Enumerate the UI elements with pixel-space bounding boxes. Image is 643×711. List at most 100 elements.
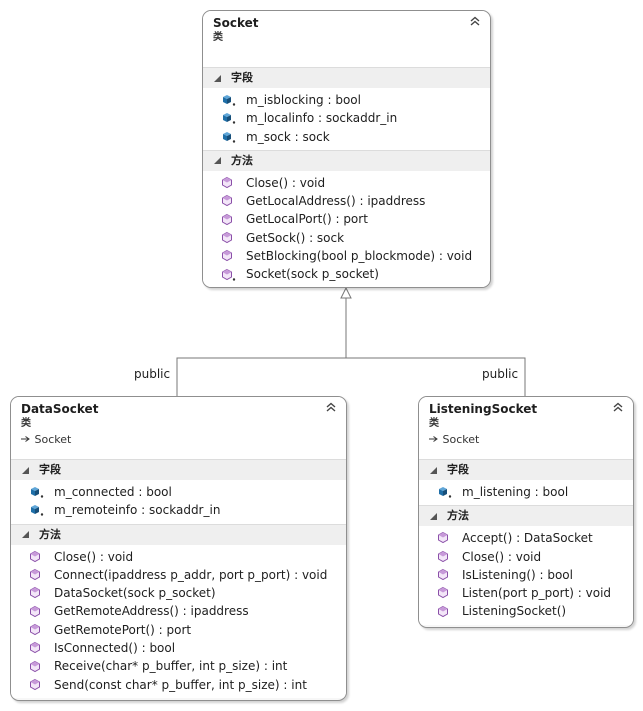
fields-section-header[interactable]: 字段 — [419, 459, 633, 480]
private-field-icon — [221, 93, 238, 107]
class-header: Socket 类 — [203, 11, 490, 67]
public-method-icon — [221, 213, 238, 227]
public-method-icon — [29, 605, 46, 619]
method-item[interactable]: Connect(ipaddress p_addr, port p_port) :… — [11, 566, 346, 584]
method-item[interactable]: Close() : void — [203, 174, 490, 192]
method-label: GetLocalPort() : port — [246, 212, 368, 227]
method-label: Close() : void — [462, 549, 542, 564]
method-item[interactable]: GetSock() : sock — [203, 229, 490, 247]
class-header: DataSocket 类 Socket — [11, 397, 346, 459]
class-box-socket[interactable]: Socket 类 字段 m_isblocking : bool m_localin… — [202, 10, 491, 288]
methods-header-label: 方法 — [39, 527, 61, 541]
field-item[interactable]: m_connected : bool — [11, 483, 346, 501]
method-item[interactable]: Socket(sock p_socket) — [203, 265, 490, 283]
collapse-chevron-icon[interactable] — [468, 14, 482, 28]
method-label: IsListening() : bool — [462, 567, 573, 582]
fields-section-header[interactable]: 字段 — [11, 459, 346, 480]
private-field-icon — [29, 503, 46, 517]
expanded-triangle-icon — [22, 531, 29, 539]
inheritance-line-listeningsocket — [346, 357, 526, 396]
method-item[interactable]: IsConnected() : bool — [11, 639, 346, 657]
public-method-icon — [221, 231, 238, 245]
methods-section-header[interactable]: 方法 — [11, 523, 346, 545]
method-item[interactable]: Accept() : DataSocket — [419, 529, 633, 547]
method-item[interactable]: GetLocalAddress() : ipaddress — [203, 192, 490, 210]
method-item[interactable]: ListeningSocket() — [419, 602, 633, 620]
field-item[interactable]: m_localinfo : sockaddr_in — [203, 109, 490, 127]
method-label: Close() : void — [246, 175, 326, 190]
fields-header-label: 字段 — [231, 71, 253, 84]
field-label: m_sock : sock — [246, 129, 330, 144]
method-item[interactable]: IsListening() : bool — [419, 566, 633, 584]
collapse-chevron-icon[interactable] — [324, 400, 338, 414]
inherits-arrow-icon — [429, 436, 438, 442]
method-label: GetSock() : sock — [246, 230, 345, 245]
method-item[interactable]: Send(const char* p_buffer, int p_size) :… — [11, 676, 346, 694]
expanded-triangle-icon — [214, 74, 221, 82]
class-name: ListeningSocket — [429, 402, 538, 416]
private-field-icon — [437, 485, 454, 499]
public-method-icon — [221, 249, 238, 263]
methods-section-header[interactable]: 方法 — [419, 505, 633, 527]
field-item[interactable]: m_remoteinfo : sockaddr_in — [11, 501, 346, 519]
method-item[interactable]: GetLocalPort() : port — [203, 210, 490, 228]
method-item[interactable]: Close() : void — [11, 548, 346, 566]
method-label: DataSocket(sock p_socket) — [54, 586, 216, 601]
public-method-icon — [437, 568, 454, 582]
method-label: ListeningSocket() — [462, 604, 567, 619]
base-class-name: Socket — [442, 433, 480, 446]
methods-header-label: 方法 — [447, 509, 469, 523]
method-item[interactable]: Listen(port p_port) : void — [419, 584, 633, 602]
field-label: m_isblocking : bool — [246, 93, 361, 107]
method-label: Accept() : DataSocket — [462, 531, 593, 546]
method-label: IsConnected() : bool — [54, 641, 176, 656]
class-box-listeningsocket[interactable]: ListeningSocket 类 Socket 字段 m_listening … — [418, 396, 634, 628]
collapse-chevron-icon[interactable] — [611, 400, 625, 414]
method-item[interactable]: DataSocket(sock p_socket) — [11, 584, 346, 602]
field-item[interactable]: m_listening : bool — [419, 483, 633, 501]
class-header: ListeningSocket 类 Socket — [419, 397, 633, 459]
relation-label-listeningsocket: public — [482, 367, 519, 381]
public-method-icon — [29, 660, 46, 674]
method-item[interactable]: Close() : void — [419, 548, 633, 566]
private-method-icon — [221, 268, 238, 282]
methods-header-label: 方法 — [231, 153, 253, 167]
class-name: DataSocket — [21, 402, 99, 416]
class-name: Socket — [213, 16, 259, 30]
method-item[interactable]: GetRemoteAddress() : ipaddress — [11, 602, 346, 620]
method-label: Send(const char* p_buffer, int p_size) :… — [54, 677, 307, 692]
public-method-icon — [437, 531, 454, 545]
method-item[interactable]: Receive(char* p_buffer, int p_size) : in… — [11, 657, 346, 675]
class-kind: 类 — [21, 418, 31, 429]
method-label: Listen(port p_port) : void — [462, 586, 612, 601]
fields-section-header[interactable]: 字段 — [203, 67, 490, 88]
method-item[interactable]: GetRemotePort() : port — [11, 621, 346, 639]
method-label: GetLocalAddress() : ipaddress — [246, 194, 426, 209]
method-label: SetBlocking(bool p_blockmode) : void — [246, 249, 473, 264]
method-item[interactable]: SetBlocking(bool p_blockmode) : void — [203, 247, 490, 265]
method-label: Connect(ipaddress p_addr, port p_port) :… — [54, 567, 328, 582]
public-method-icon — [29, 550, 46, 564]
public-method-icon — [221, 194, 238, 208]
field-item[interactable]: m_sock : sock — [203, 128, 490, 146]
fields-list: m_isblocking : bool m_localinfo : sockadd… — [203, 88, 490, 150]
relation-label-datasocket: public — [134, 367, 171, 381]
base-class-name: Socket — [34, 433, 72, 446]
method-label: Close() : void — [54, 549, 134, 564]
public-method-icon — [29, 641, 46, 655]
methods-section-header[interactable]: 方法 — [203, 149, 490, 171]
fields-header-label: 字段 — [39, 463, 61, 476]
public-method-icon — [29, 568, 46, 582]
class-box-datasocket[interactable]: DataSocket 类 Socket 字段 m_connected : boo… — [10, 396, 347, 701]
expanded-triangle-icon — [22, 466, 29, 474]
inherits-arrow-icon — [21, 436, 30, 442]
class-kind: 类 — [429, 418, 439, 429]
expanded-triangle-icon — [214, 157, 221, 165]
field-item[interactable]: m_isblocking : bool — [203, 91, 490, 109]
method-label: GetRemotePort() : port — [54, 622, 192, 637]
class-kind: 类 — [213, 32, 223, 43]
fields-list: m_listening : bool — [419, 480, 633, 506]
